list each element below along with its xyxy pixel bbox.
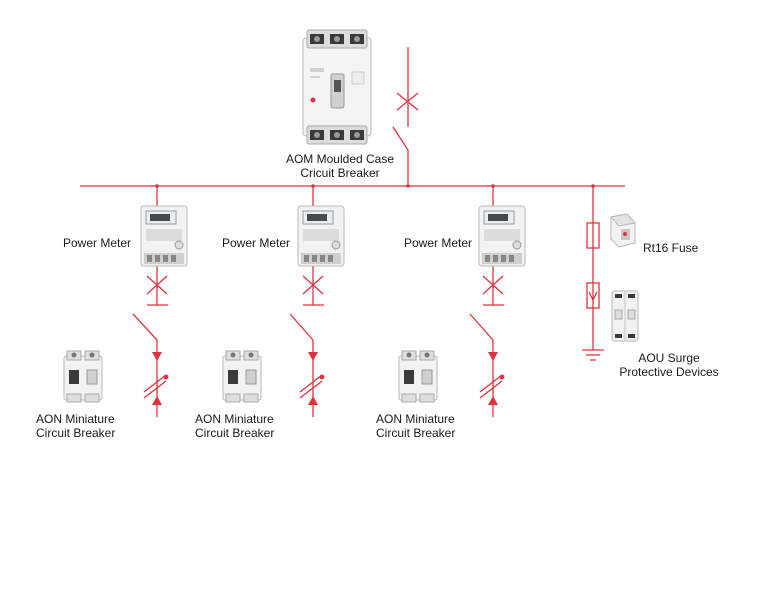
miniature-breaker-label-3-line2: Circuit Breaker — [376, 426, 456, 440]
power-meter-icon — [478, 205, 526, 272]
power-meter-label-2: Power Meter — [222, 236, 291, 250]
surge-label-line1: AOU Surge — [638, 351, 700, 365]
surge-label-line2: Protective Devices — [619, 365, 719, 379]
main-breaker-label-line1: AOM Moulded Case — [285, 152, 395, 166]
main-cross-b — [396, 92, 419, 111]
miniature-breaker-label-1-line1: AON Miniature — [36, 412, 115, 426]
power-meter-label-3: Power Meter — [404, 236, 473, 250]
power-meter-icon — [140, 205, 188, 272]
surge-symbol — [586, 282, 600, 309]
power-meter-label-1: Power Meter — [63, 236, 132, 250]
fuse-symbol — [586, 222, 600, 249]
surge-label: AOU Surge Protective Devices — [604, 351, 734, 379]
surge-protector-icon — [611, 290, 639, 347]
miniature-breaker-label-3-line1: AON Miniature — [376, 412, 455, 426]
main-switch-blade — [392, 126, 409, 151]
fuse-label: Rt16 Fuse — [643, 241, 699, 255]
main-breaker-label: AOM Moulded Case Cricuit Breaker — [268, 152, 412, 180]
miniature-breaker-icon — [222, 350, 262, 409]
miniature-breaker-label-1: AON Miniature Circuit Breaker — [36, 412, 115, 440]
fuse-icon — [607, 213, 639, 254]
main-breaker-label-line2: Cricuit Breaker — [300, 166, 380, 180]
power-meter-icon — [297, 205, 345, 272]
moulded-case-breaker-icon — [302, 28, 372, 151]
miniature-breaker-label-1-line2: Circuit Breaker — [36, 426, 116, 440]
miniature-breaker-icon — [63, 350, 103, 409]
miniature-breaker-label-2-line2: Circuit Breaker — [195, 426, 275, 440]
miniature-breaker-label-2: AON Miniature Circuit Breaker — [195, 412, 274, 440]
miniature-breaker-label-3: AON Miniature Circuit Breaker — [376, 412, 455, 440]
miniature-breaker-icon — [398, 350, 438, 409]
miniature-breaker-label-2-line1: AON Miniature — [195, 412, 274, 426]
